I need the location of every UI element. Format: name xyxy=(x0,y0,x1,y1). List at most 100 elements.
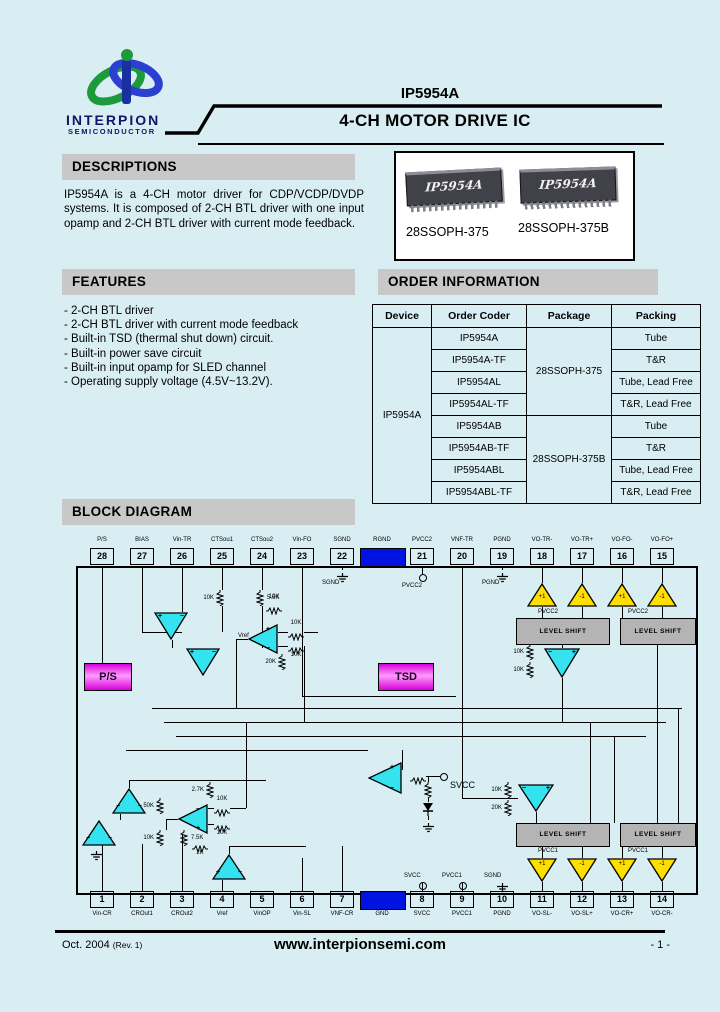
wire xyxy=(582,566,584,583)
ground-icon xyxy=(90,848,103,866)
page-title: 4-CH MOTOR DRIVE IC xyxy=(339,111,531,130)
gain-label: +1 xyxy=(538,594,546,600)
footer-website: www.interpionsemi.com xyxy=(274,936,446,953)
wire xyxy=(142,632,182,634)
wire xyxy=(229,846,231,854)
power-amp-icon xyxy=(646,582,678,607)
company-logo xyxy=(74,48,184,112)
pin-label: CROut2 xyxy=(171,911,193,917)
pin-label: Vin-SL xyxy=(293,911,311,917)
wire xyxy=(662,566,664,583)
wire xyxy=(166,819,168,830)
wire xyxy=(208,824,214,826)
wire xyxy=(622,882,624,891)
resistor-value: 10K xyxy=(290,652,302,658)
diagram-label: Vref xyxy=(238,633,249,639)
power-amp-icon xyxy=(606,582,638,607)
pin-box: 27 xyxy=(130,548,154,565)
package-chip-right: IP5954A xyxy=(519,166,617,210)
wire xyxy=(182,566,184,612)
pin-box: 13 xyxy=(610,891,634,908)
diagram-label: SVCC xyxy=(404,873,421,879)
pin-box: 26 xyxy=(170,548,194,565)
table-header-row: Device Order Coder Package Packing xyxy=(372,304,701,328)
footer-page-number: - 1 - xyxy=(650,939,670,951)
pin-label: VO-TR- xyxy=(531,537,553,543)
function-box: P/S xyxy=(84,663,132,691)
wire xyxy=(262,566,264,590)
pin-label: VO-TR+ xyxy=(570,537,594,543)
packing-cell: Tube xyxy=(611,415,701,438)
wire xyxy=(102,566,104,663)
ground-icon xyxy=(336,570,349,588)
pin-label: P/S xyxy=(97,537,107,543)
opamp-sign: +− xyxy=(390,764,395,792)
resistor-value: 5.6K xyxy=(267,595,280,601)
table-row: IP5954A IP5954A 28SSOPH-375 Tube xyxy=(372,327,701,504)
pin-box: 15 xyxy=(650,548,674,565)
pin-label: VO-FO+ xyxy=(650,537,674,543)
wire xyxy=(542,845,544,858)
order-code: IP5954ABL-TF xyxy=(431,481,527,504)
wire xyxy=(229,846,306,848)
pin-box: 5 xyxy=(250,891,274,908)
wire xyxy=(426,776,440,778)
opamp-icon xyxy=(517,784,555,813)
wire xyxy=(657,643,659,823)
feature-item: - Operating supply voltage (4.5V~13.2V). xyxy=(64,376,273,389)
pin-label: VO-FO- xyxy=(611,537,633,543)
resistor-value: 20K xyxy=(265,659,276,665)
footer-date: Oct. 2004 (Rev. 1) xyxy=(62,939,142,951)
package-caption-right: 28SSOPH-375B xyxy=(518,221,610,235)
power-amp-icon xyxy=(526,858,558,883)
resistor-icon xyxy=(192,840,208,858)
wire xyxy=(236,639,248,641)
package-cell: 28SSOPH-375 xyxy=(526,327,612,416)
opamp-icon xyxy=(177,803,208,835)
wire xyxy=(582,607,584,618)
packing-cell: T&R, Lead Free xyxy=(611,393,701,416)
diagram-label: PVCC2 xyxy=(628,609,649,615)
pin-box: 6 xyxy=(290,891,314,908)
pin-box: 9 xyxy=(450,891,474,908)
resistor-value: 10K xyxy=(203,595,214,601)
wire xyxy=(166,819,178,821)
pin-box: 17 xyxy=(570,548,594,565)
diagram-label: PGND xyxy=(482,580,500,586)
supply-terminal-icon xyxy=(419,882,427,890)
order-code: IP5954AL xyxy=(431,371,527,394)
pin-label: VO-SL+ xyxy=(571,911,593,917)
supply-terminal-icon xyxy=(419,574,427,582)
pin-label: SVCC xyxy=(413,911,431,917)
resistor-value: 10K xyxy=(290,620,302,626)
opamp-sign: −− xyxy=(86,835,112,842)
order-code: IP5954AB xyxy=(431,415,527,438)
wire xyxy=(582,882,584,891)
wire xyxy=(182,834,184,891)
brand-name: INTERPION xyxy=(66,112,161,128)
diagram-label: PVCC1 xyxy=(538,848,559,854)
wire xyxy=(342,566,344,570)
wire xyxy=(422,566,424,574)
diagram-label: PVCC1 xyxy=(628,848,649,854)
ground-icon xyxy=(496,880,509,898)
diagram-label: PVCC1 xyxy=(442,873,463,879)
opamp-icon xyxy=(185,648,221,677)
pin-label: PGND xyxy=(493,537,511,543)
gain-label: +1 xyxy=(538,861,546,867)
pin-box: 20 xyxy=(450,548,474,565)
wire xyxy=(662,845,664,858)
resistor-value: 10K xyxy=(143,835,154,841)
footer-rule xyxy=(55,930,665,933)
opamp-icon xyxy=(211,853,247,880)
wire xyxy=(236,639,238,708)
pin-label: Vin-CR xyxy=(92,911,112,917)
wire xyxy=(222,880,224,891)
resistor-icon xyxy=(423,782,433,803)
opamp-sign: +− xyxy=(216,869,242,876)
device-cell: IP5954A xyxy=(372,327,432,504)
wire xyxy=(462,566,464,798)
